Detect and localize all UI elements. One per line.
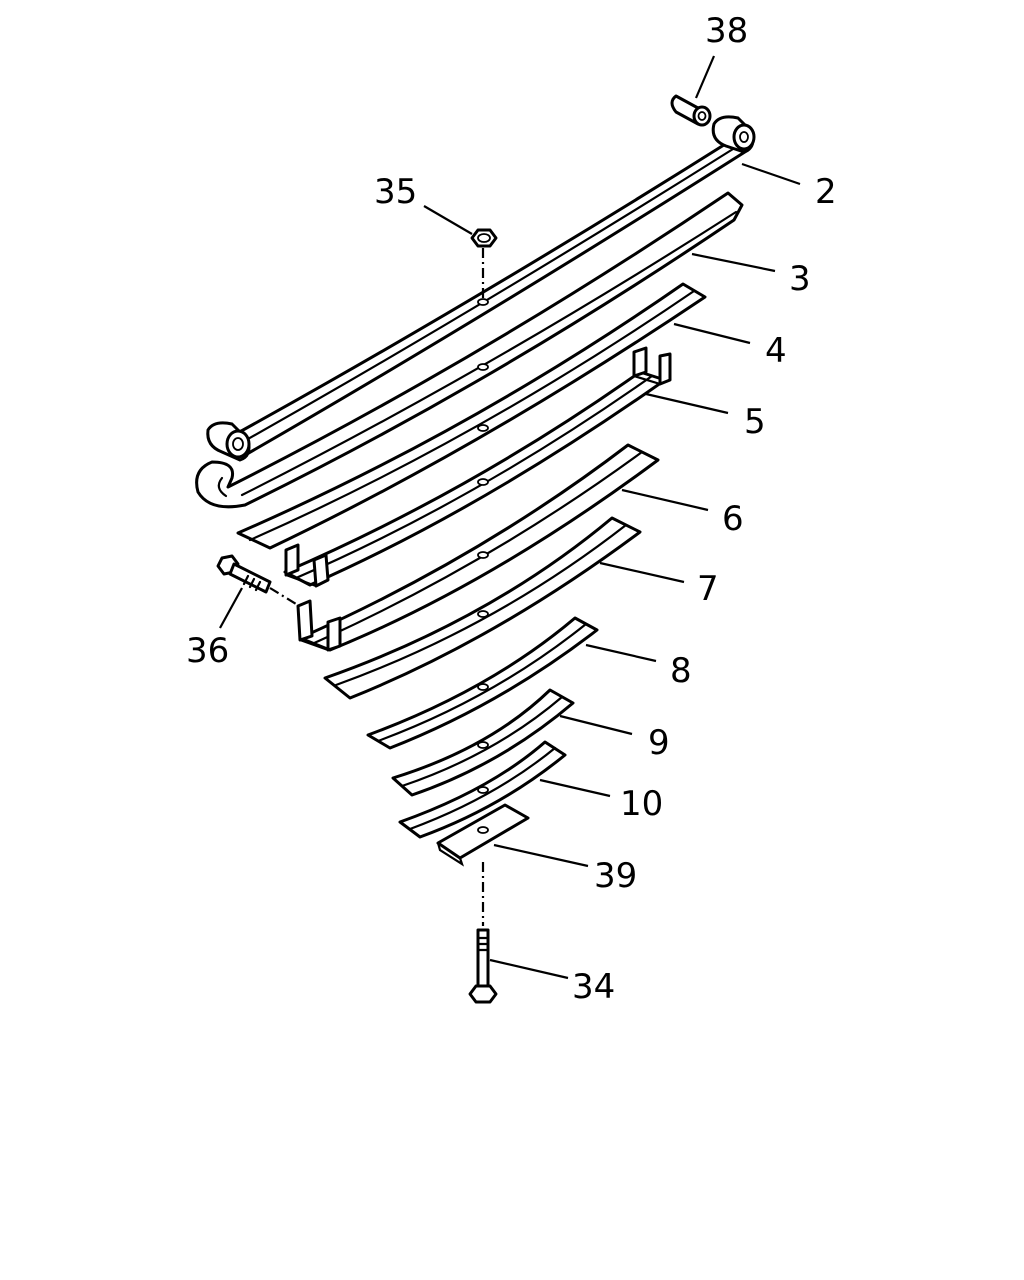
leaf-9 [391,688,575,797]
leader-39 [493,843,589,868]
leader-35 [423,205,473,235]
callout-3: 3 [789,259,811,299]
leaf-6-with-clips [296,443,660,652]
callout-8: 8 [670,651,692,691]
leaf-5-with-clips [283,346,672,588]
callout-38: 38 [705,11,748,51]
leaf-10 [398,740,567,839]
leader-9 [559,714,633,736]
leader-34 [489,958,569,980]
leaf-4 [236,282,707,550]
bushing-38 [670,94,712,127]
callout-36: 36 [186,631,229,671]
callout-10: 10 [620,784,663,824]
nut-35 [470,228,498,248]
center-hole [477,298,489,306]
spacer-39 [436,803,530,867]
leader-8 [585,643,657,663]
leaf-3-wrap-leaf [195,191,744,509]
leaf-2-main-leaf [206,115,756,462]
leader-4 [673,322,751,345]
leader-10 [539,778,611,798]
callout-9: 9 [648,723,670,763]
leaf-8 [366,616,599,750]
callout-7: 7 [697,569,719,609]
callout-6: 6 [722,499,744,539]
leader-36 [219,587,243,629]
bolt-36 [216,554,272,594]
leader-2 [741,162,801,186]
callout-39: 39 [594,856,637,896]
callout-2: 2 [815,172,837,212]
leaf-7 [323,516,642,700]
callout-4: 4 [765,331,787,371]
leader-38 [694,55,716,99]
centerline-bolt-36 [269,587,297,605]
leader-7 [599,561,685,584]
leader-3 [691,252,776,273]
center-bolt-34 [468,928,498,1004]
callout-35: 35 [374,172,417,212]
leader-5 [645,392,729,415]
callout-34: 34 [572,967,615,1007]
callout-5: 5 [744,402,766,442]
leader-6 [621,488,709,512]
